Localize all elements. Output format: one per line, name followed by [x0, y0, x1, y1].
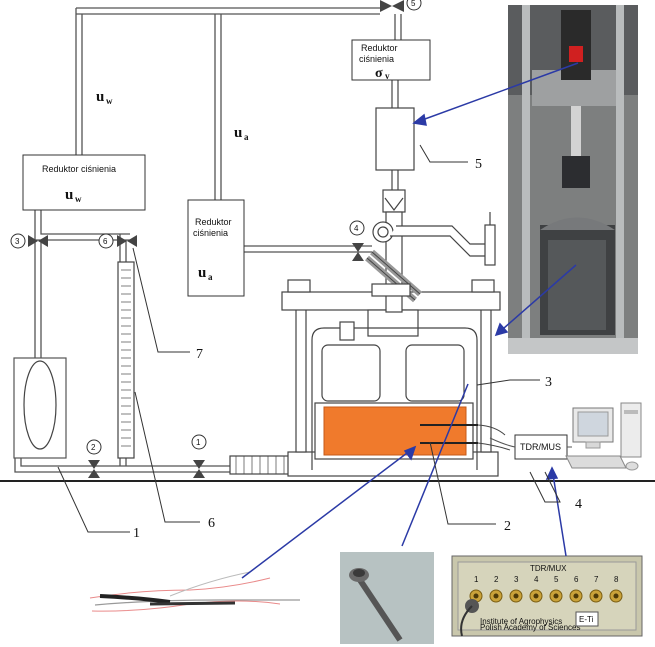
burette	[117, 261, 135, 459]
panel-channel-label: 7	[594, 575, 599, 584]
callout-1: 1	[133, 526, 140, 541]
piston-assembly	[365, 107, 496, 313]
callout-leaders	[57, 144, 561, 533]
valve-6-number: 6	[103, 237, 108, 246]
panel-connector-pin	[513, 593, 519, 599]
callout-2: 2	[504, 519, 511, 534]
panel-connector-pin	[493, 593, 499, 599]
reducer-ua-label-1: Reduktor	[195, 217, 232, 227]
reducer-ua-subscript: a	[208, 272, 213, 282]
reducer-uw-label: Reduktor ciśnienia	[42, 164, 116, 174]
pressure-line-labels: u w u a	[96, 89, 249, 142]
reducer-sigma-v: Reduktor ciśnienia σ v	[351, 39, 431, 81]
panel-channel-label: 3	[514, 575, 519, 584]
panel-channel-label: 1	[474, 575, 479, 584]
soil-sample	[323, 406, 467, 456]
valve-5-number: 5	[411, 0, 416, 8]
uw-line-subscript: w	[106, 96, 113, 106]
panel-institute-1: Institute of Agrophysics	[480, 617, 562, 626]
valve-4: 4	[349, 220, 365, 261]
callout-7: 7	[196, 347, 203, 362]
panel-connector-pin	[573, 593, 579, 599]
valve-6: 6	[98, 233, 137, 249]
tdr-mus-label: TDR/MUS	[520, 442, 561, 452]
panel-connector-pin	[553, 593, 559, 599]
apparatus-photo	[508, 5, 638, 354]
panel-connector-pin	[593, 593, 599, 599]
panel-brand: E-Ti	[579, 615, 594, 624]
reducer-ua-symbol: u	[198, 265, 206, 281]
computer-illustration	[565, 402, 642, 471]
callout-numbers: 1 2 3 4 5 6 7	[133, 157, 582, 541]
valve-5: 5	[380, 0, 422, 12]
reducer-ua: Reduktor ciśnienia u a	[187, 199, 245, 297]
callout-4: 4	[575, 497, 582, 512]
callout-6: 6	[208, 516, 215, 531]
valve-1: 1	[191, 434, 207, 478]
reducer-uw: Reduktor ciśnienia u w	[22, 154, 146, 211]
panel-connector-pin	[613, 593, 619, 599]
reducer-uw-subscript: w	[75, 194, 82, 204]
callout-5: 5	[475, 157, 482, 172]
reducer-sigma-label-1: Reduktor	[361, 43, 398, 53]
ua-line-subscript: a	[244, 132, 249, 142]
callout-3: 3	[545, 375, 552, 390]
reducer-sigma-label-2: ciśnienia	[359, 54, 394, 64]
valve-2-number: 2	[91, 443, 96, 452]
valve-3-number: 3	[15, 237, 20, 246]
panel-institute-2: Polish Academy of Sciences	[480, 623, 581, 632]
panel-connector-pin	[473, 593, 479, 599]
panel-channel-label: 5	[554, 575, 559, 584]
panel-channel-label: 8	[614, 575, 619, 584]
valve-2: 2	[86, 439, 102, 478]
ua-line-label: u	[234, 125, 242, 141]
panel-title: TDR/MUX	[530, 564, 567, 573]
panel-channel-label: 4	[534, 575, 539, 584]
uw-line-label: u	[96, 89, 104, 105]
probe-head-photo	[340, 552, 434, 644]
probe-photo	[89, 571, 300, 612]
tdr-mus-device: TDR/MUS	[489, 434, 572, 460]
reducer-uw-symbol: u	[65, 187, 73, 203]
valve-3: 3	[10, 233, 48, 249]
tdr-mux-panel-photo: TDR/MUX 1 2 3 4 5 6 7 8 Institute of Agrophysic…	[451, 555, 643, 637]
sigma-symbol: σ	[375, 66, 383, 81]
panel-channel-label: 2	[494, 575, 499, 584]
valve-1-number: 1	[196, 438, 201, 447]
reducer-ua-label-2: ciśnienia	[193, 228, 228, 238]
sigma-subscript: v	[385, 71, 390, 81]
panel-channel-label: 6	[574, 575, 579, 584]
panel-connectors: 1 2 3 4 5 6 7 8	[469, 575, 623, 603]
water-reservoir	[13, 357, 67, 459]
valve-4-number: 4	[354, 224, 359, 233]
panel-connector-pin	[533, 593, 539, 599]
